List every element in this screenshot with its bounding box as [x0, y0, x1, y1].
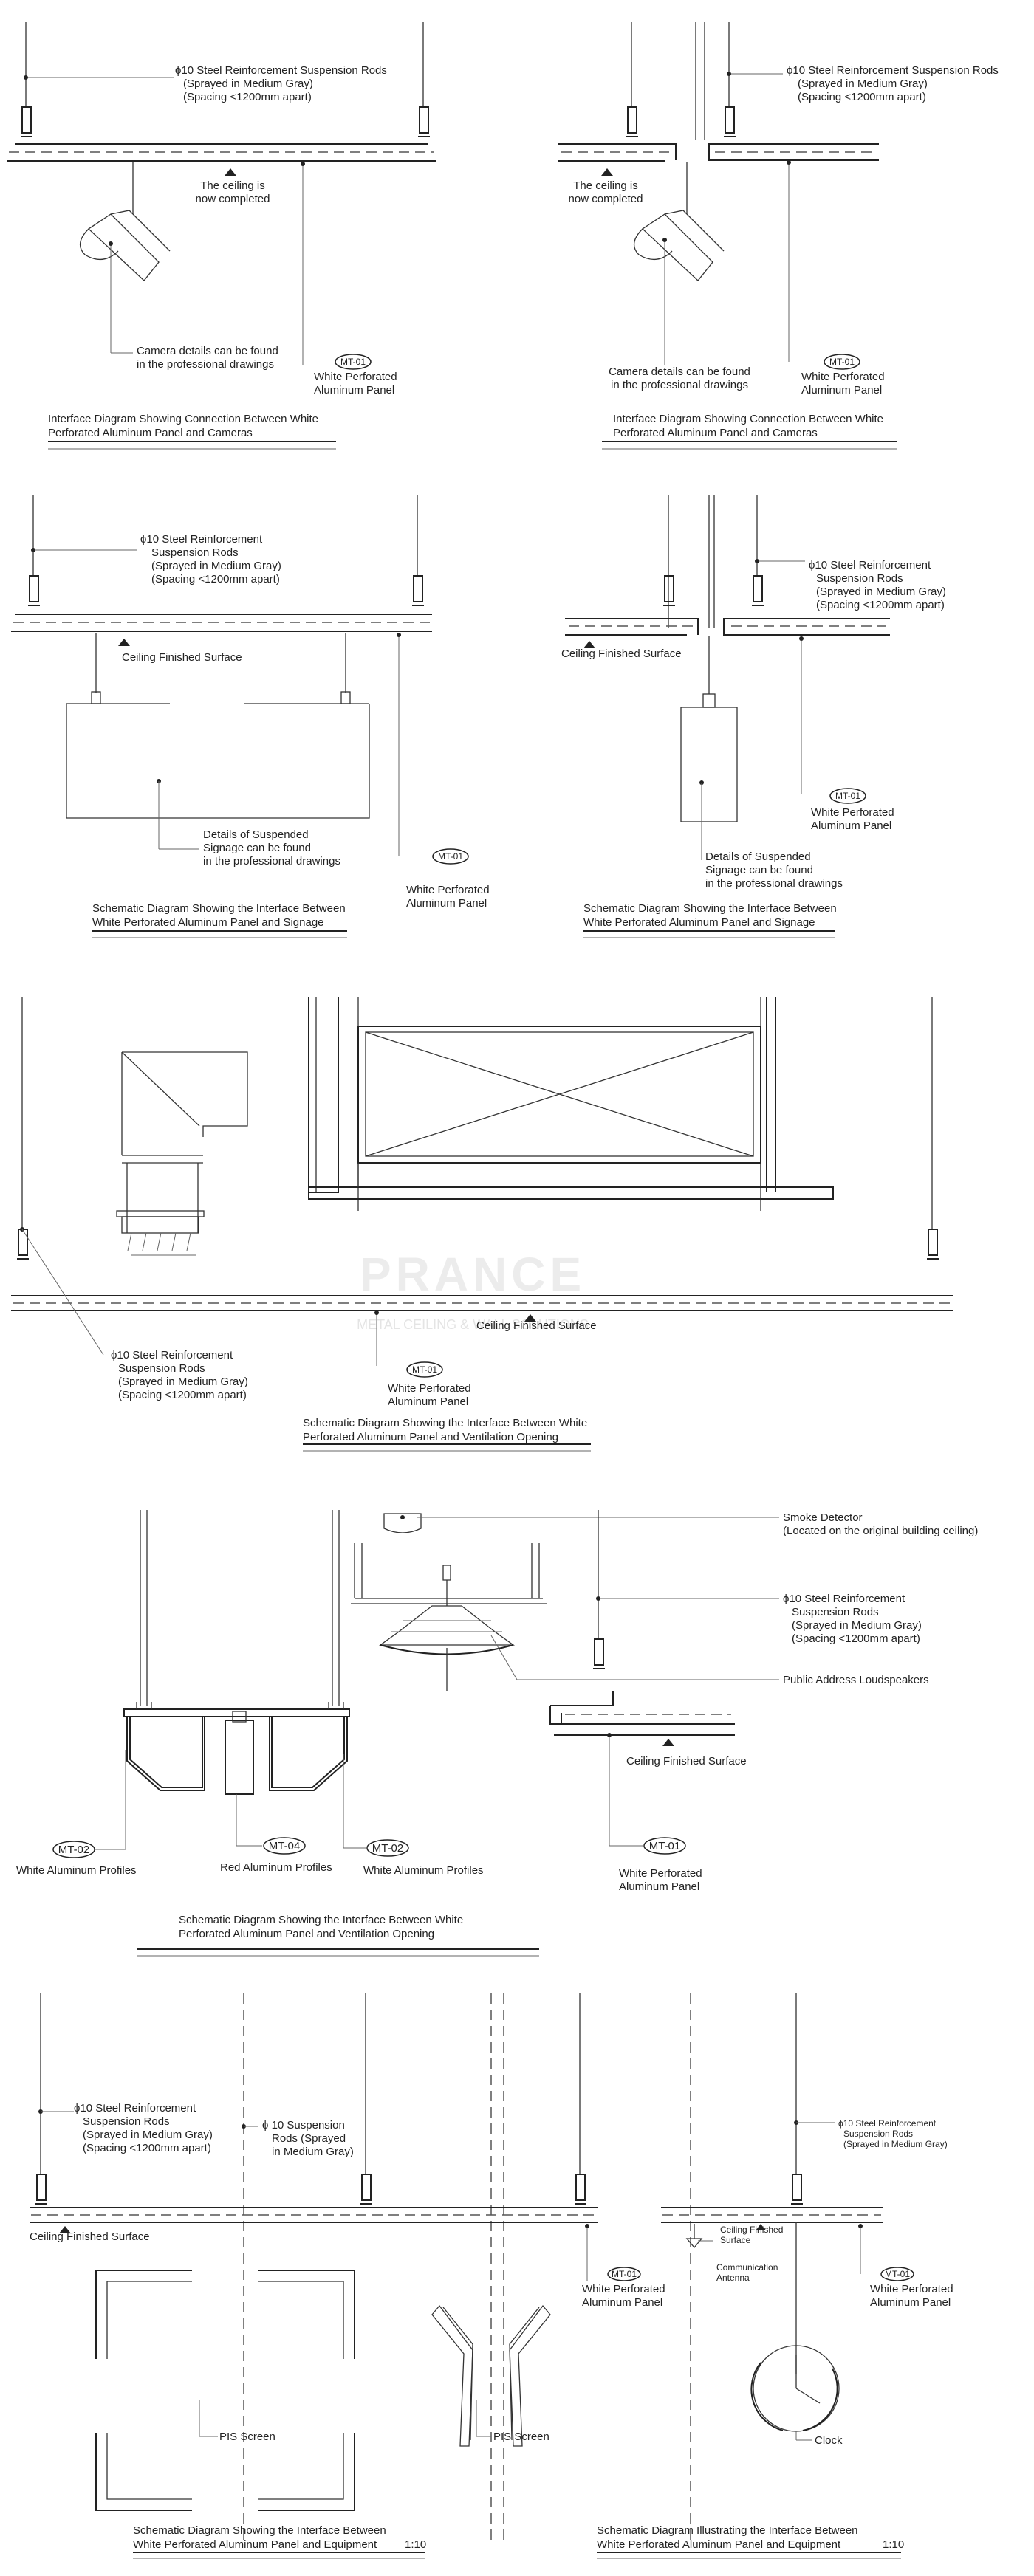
svg-text:MT-04: MT-04	[269, 1840, 301, 1852]
mt01-tag-cam-left: MT-01	[335, 354, 372, 370]
title-equip-left: Schematic Diagram Showing the Interface …	[133, 2524, 386, 2551]
mt01-tag-sign-right: MT-01	[829, 788, 866, 804]
title-sign-left: Schematic Diagram Showing the Interface …	[92, 902, 346, 929]
svg-text:MT-02: MT-02	[58, 1844, 90, 1856]
title-cam-left: Interface Diagram Showing Connection Bet…	[48, 413, 318, 439]
white-profiles-label-right: White Aluminum Profiles	[363, 1864, 484, 1877]
ceiling-surface-label-sign-left: Ceiling Finished Surface	[122, 651, 242, 664]
camera-detail-right	[558, 22, 897, 450]
svg-text:MT-01: MT-01	[885, 2269, 910, 2279]
mt01-tag-vent: MT-01	[406, 1361, 443, 1378]
equipment-detail-right	[661, 1993, 883, 2540]
title-profiles: Schematic Diagram Showing the Interface …	[179, 1914, 463, 1940]
svg-text:MT-01: MT-01	[412, 1364, 437, 1375]
signage-detail-right	[565, 495, 890, 860]
white-profiles-label-left: White Aluminum Profiles	[16, 1864, 137, 1877]
svg-text:MT-01: MT-01	[340, 357, 366, 367]
smoke-detector-label: Smoke Detector(Located on the original b…	[783, 1511, 978, 1537]
camera-detail-left	[7, 22, 436, 450]
svg-text:MT-01: MT-01	[835, 791, 860, 801]
ceiling-surface-label-sign-right: Ceiling Finished Surface	[561, 648, 682, 660]
mt01-tag-cam-right: MT-01	[824, 354, 860, 370]
title-sign-right: Schematic Diagram Showing the Interface …	[583, 902, 837, 929]
ceiling-surface-label-profiles: Ceiling Finished Surface	[626, 1755, 747, 1768]
pis-screen-label-2: PIS Screen	[493, 2431, 549, 2443]
mt01-tag-sign-left: MT-01	[432, 848, 469, 865]
mt02-tag-left: MT-02	[52, 1841, 95, 1858]
svg-text:MT-02: MT-02	[372, 1842, 404, 1855]
mt04-tag: MT-04	[263, 1837, 306, 1855]
signage-detail-left	[11, 495, 432, 856]
mt01-tag-equip-right: MT-01	[880, 2267, 914, 2281]
rods-label-cam-right: ϕ10 Steel Reinforcement Suspension Rods(…	[787, 64, 999, 103]
rods-label-cam-left: ϕ10 Steel Reinforcement Suspension Rods(…	[175, 64, 387, 103]
title-vent: Schematic Diagram Showing the Interface …	[303, 1417, 587, 1443]
clock-label: Clock	[815, 2434, 843, 2447]
ventilation-detail	[11, 997, 953, 1366]
pa-speakers-label: Public Address Loudspeakers	[783, 1674, 929, 1686]
scale-equip-left: 1:10	[405, 2538, 426, 2551]
mt01-tag-profiles: MT-01	[643, 1837, 686, 1855]
scale-equip-right: 1:10	[883, 2538, 904, 2551]
red-profiles-label: Red Aluminum Profiles	[220, 1861, 332, 1874]
svg-text:MT-01: MT-01	[612, 2269, 637, 2279]
equipment-detail-left	[30, 1993, 598, 2540]
profiles-detail	[92, 1510, 779, 1850]
camera-icon	[80, 210, 171, 281]
camera-icon	[634, 210, 725, 281]
ceiling-surface-label-equip-left: Ceiling Finished Surface	[30, 2230, 150, 2243]
svg-text:MT-01: MT-01	[649, 1840, 681, 1852]
mt02-tag-right: MT-02	[366, 1839, 409, 1857]
title-equip-right: Schematic Diagram Illustrating the Inter…	[597, 2524, 858, 2551]
svg-text:MT-01: MT-01	[829, 357, 855, 367]
svg-text:MT-01: MT-01	[438, 851, 463, 862]
watermark-brand: PRANCE	[360, 1248, 586, 1301]
mt01-tag-equip-left: MT-01	[607, 2267, 641, 2281]
ceiling-surface-label-vent: Ceiling Finished Surface	[476, 1319, 597, 1332]
title-cam-right: Interface Diagram Showing Connection Bet…	[613, 413, 883, 439]
pis-screen-label-1: PIS Screen	[219, 2431, 275, 2443]
